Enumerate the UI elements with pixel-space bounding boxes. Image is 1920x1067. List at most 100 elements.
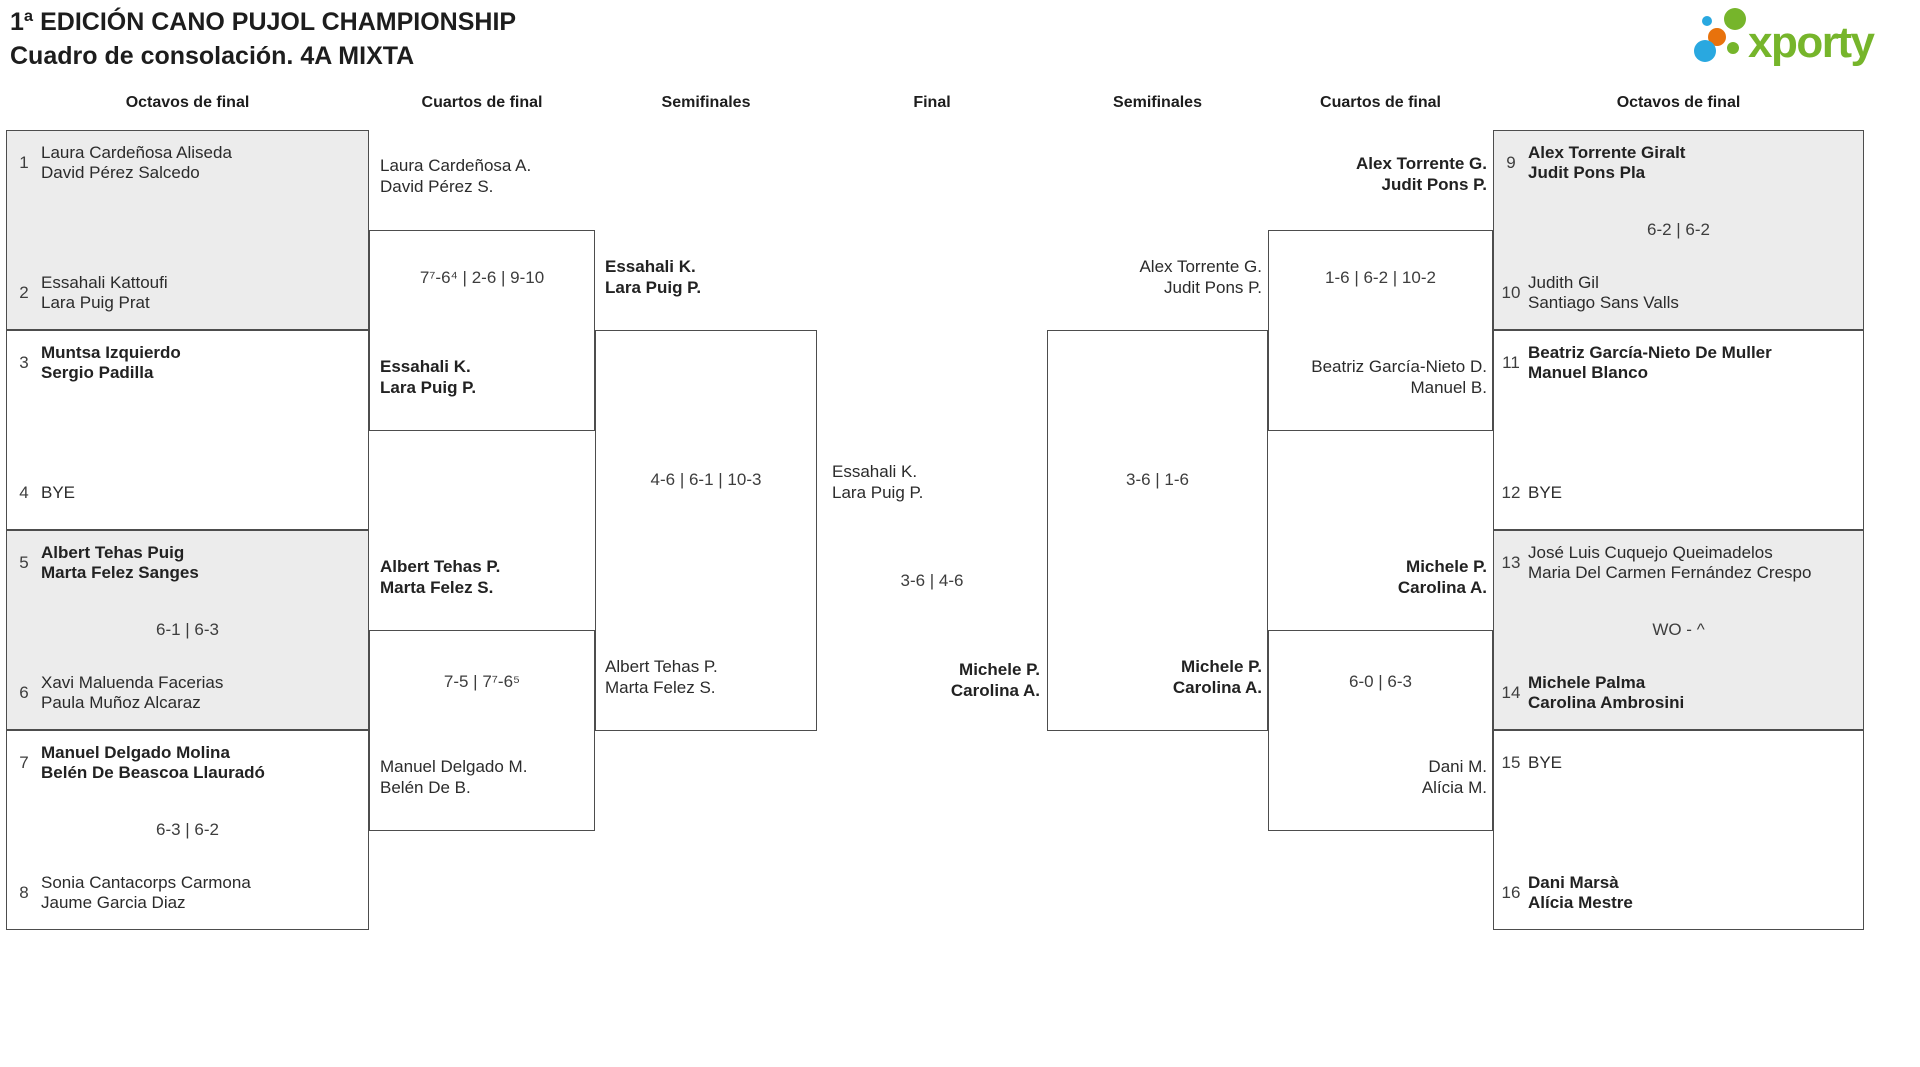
team-names: Essahali Kattoufi Lara Puig Prat (41, 272, 168, 313)
team-names: BYE (1528, 482, 1563, 502)
final-score: 3-6 | 4-6 (900, 571, 964, 590)
seed-number: 13 (1501, 553, 1521, 572)
cuartos-left-2-score: 7-5 | 7⁷-6⁵ (443, 672, 521, 691)
logo-dot-icon (1708, 28, 1726, 46)
team-slot-5: 5 Albert Tehas Puig Marta Felez Sanges (7, 542, 368, 584)
match-score: WO - ^ (1652, 620, 1705, 639)
cuartos-left-1-team-bottom: Essahali K. Lara Puig P. (380, 357, 477, 397)
seed-number: 2 (19, 283, 29, 302)
cuartos-left-2-team-bottom: Manuel Delgado M. Belén De B. (380, 757, 528, 797)
team-slot-3: 3 Muntsa Izquierdo Sergio Padilla (7, 342, 368, 384)
match-box-cuartos-left-2 (369, 630, 595, 831)
cuartos-right-1-team-top: Alex Torrente G. Judit Pons P. (1356, 154, 1487, 194)
cuartos-right-2-score: 6-0 | 6-3 (1348, 672, 1412, 691)
team-names: José Luis Cuquejo Queimadelos Maria Del … (1528, 542, 1812, 583)
team-slot-4: 4 BYE (7, 472, 368, 514)
seed-number: 7 (19, 753, 29, 772)
seed-number: 5 (19, 553, 29, 572)
team-slot-7: 7 Manuel Delgado Molina Belén De Beascoa… (7, 742, 368, 784)
team-slot-6: 6 Xavi Maluenda Facerias Paula Muñoz Alc… (7, 672, 368, 714)
match-box-octavos-7v8: 7 Manuel Delgado Molina Belén De Beascoa… (6, 730, 369, 930)
final-team-right: Michele P. Carolina A. (950, 660, 1040, 700)
team-names: Michele Palma Carolina Ambrosini (1528, 672, 1685, 713)
match-score: 6-1 | 6-3 (155, 620, 219, 639)
cuartos-right-1-team-bottom: Beatriz García-Nieto D. Manuel B. (1311, 357, 1487, 397)
team-slot-15: 15 BYE (1494, 742, 1863, 784)
seed-number: 16 (1501, 883, 1521, 902)
logo-dot-icon (1724, 8, 1746, 30)
team-slot-13: 13 José Luis Cuquejo Queimadelos Maria D… (1494, 542, 1863, 584)
xporty-logo[interactable]: xporty (1692, 4, 1918, 68)
team-names: Sonia Cantacorps Carmona Jaume Garcia Di… (41, 872, 251, 913)
cuartos-right-1-score: 1-6 | 6-2 | 10-2 (1325, 268, 1436, 287)
round-header-semifinal-left: Semifinales (661, 94, 751, 111)
team-names: Beatriz García-Nieto De Muller Manuel Bl… (1528, 342, 1772, 383)
team-names: Xavi Maluenda Facerias Paula Muñoz Alcar… (41, 672, 224, 713)
match-score: 6-2 | 6-2 (1646, 220, 1710, 239)
seed-number: 12 (1501, 483, 1521, 502)
seed-number: 9 (1506, 153, 1516, 172)
round-header-octavos-left: Octavos de final (125, 94, 250, 111)
seed-number: 10 (1501, 283, 1521, 302)
logo-dot-icon (1694, 40, 1716, 62)
team-slot-12: 12 BYE (1494, 472, 1863, 514)
seed-number: 14 (1501, 683, 1521, 702)
page-title: 1ª EDICIÓN CANO PUJOL CHAMPIONSHIP Cuadr… (10, 5, 516, 73)
seed-number: 3 (19, 353, 29, 372)
round-header-semifinal-right: Semifinales (1113, 94, 1202, 111)
match-box-cuartos-right-1 (1268, 230, 1493, 431)
team-slot-14: 14 Michele Palma Carolina Ambrosini (1494, 672, 1863, 714)
seed-number: 4 (19, 483, 29, 502)
match-box-octavos-3v4: 3 Muntsa Izquierdo Sergio Padilla 4 BYE (6, 330, 369, 530)
team-slot-8: 8 Sonia Cantacorps Carmona Jaume Garcia … (7, 872, 368, 914)
seed-number: 8 (19, 883, 29, 902)
round-header-octavos-right: Octavos de final (1616, 94, 1741, 111)
semifinal-left-score: 4-6 | 6-1 | 10-3 (650, 470, 762, 489)
logo-wordmark: xporty (1748, 18, 1875, 67)
cuartos-right-2-team-top: Michele P. Carolina A. (1397, 557, 1487, 597)
seed-number: 1 (19, 153, 29, 172)
match-box-octavos-15v16: 15 BYE 16 Dani Marsà Alícia Mestre (1493, 730, 1864, 930)
semifinal-right-score: 3-6 | 1-6 (1125, 470, 1189, 489)
match-box-octavos-5v6: 5 Albert Tehas Puig Marta Felez Sanges 6… (6, 530, 369, 730)
team-names: Muntsa Izquierdo Sergio Padilla (41, 342, 181, 383)
semifinal-left-team-top: Essahali K. Lara Puig P. (605, 257, 702, 297)
tournament-title: 1ª EDICIÓN CANO PUJOL CHAMPIONSHIP (10, 8, 517, 36)
seed-number: 11 (1502, 353, 1520, 372)
team-names: Laura Cardeñosa Aliseda David Pérez Salc… (41, 142, 232, 183)
team-names: Judith Gil Santiago Sans Valls (1528, 272, 1679, 313)
round-header-cuartos-right: Cuartos de final (1320, 94, 1441, 111)
team-names: Albert Tehas Puig Marta Felez Sanges (41, 542, 199, 583)
team-names: BYE (1528, 752, 1563, 772)
match-box-cuartos-right-2 (1268, 630, 1493, 831)
round-header-final: Final (913, 94, 951, 111)
cuartos-left-1-score: 7⁷-6⁴ | 2-6 | 9-10 (419, 268, 545, 287)
logo-dot-icon (1702, 16, 1712, 26)
match-box-octavos-11v12: 11 Beatriz García-Nieto De Muller Manuel… (1493, 330, 1864, 530)
semifinal-right-team-bottom: Michele P. Carolina A. (1172, 657, 1262, 697)
cuartos-left-1-team-top: Laura Cardeñosa A. David Pérez S. (380, 156, 532, 196)
logo-dot-icon (1727, 42, 1739, 54)
team-slot-2: 2 Essahali Kattoufi Lara Puig Prat (7, 272, 368, 314)
cuartos-right-2-team-bottom: Dani M. Alícia M. (1421, 757, 1487, 797)
match-box-octavos-9v10: 9 Alex Torrente Giralt Judit Pons Pla 6-… (1493, 130, 1864, 330)
seed-number: 6 (19, 683, 29, 702)
match-box-cuartos-left-1 (369, 230, 595, 431)
team-slot-16: 16 Dani Marsà Alícia Mestre (1494, 872, 1863, 914)
seed-number: 15 (1501, 753, 1521, 772)
match-box-semifinal-left (595, 330, 817, 731)
semifinal-left-team-bottom: Albert Tehas P. Marta Felez S. (605, 657, 718, 697)
team-slot-10: 10 Judith Gil Santiago Sans Valls (1494, 272, 1863, 314)
team-slot-1: 1 Laura Cardeñosa Aliseda David Pérez Sa… (7, 142, 368, 184)
team-names: Alex Torrente Giralt Judit Pons Pla (1528, 142, 1686, 183)
team-names: Dani Marsà Alícia Mestre (1528, 872, 1633, 913)
match-score: 6-3 | 6-2 (155, 820, 219, 839)
match-box-octavos-13v14: 13 José Luis Cuquejo Queimadelos Maria D… (1493, 530, 1864, 730)
team-names: Manuel Delgado Molina Belén De Beascoa L… (41, 742, 265, 783)
team-names: BYE (41, 482, 76, 502)
match-box-semifinal-right (1047, 330, 1268, 731)
final-team-left: Essahali K. Lara Puig P. (832, 462, 924, 502)
match-box-octavos-1v2: 1 Laura Cardeñosa Aliseda David Pérez Sa… (6, 130, 369, 330)
round-header-cuartos-left: Cuartos de final (421, 94, 543, 111)
